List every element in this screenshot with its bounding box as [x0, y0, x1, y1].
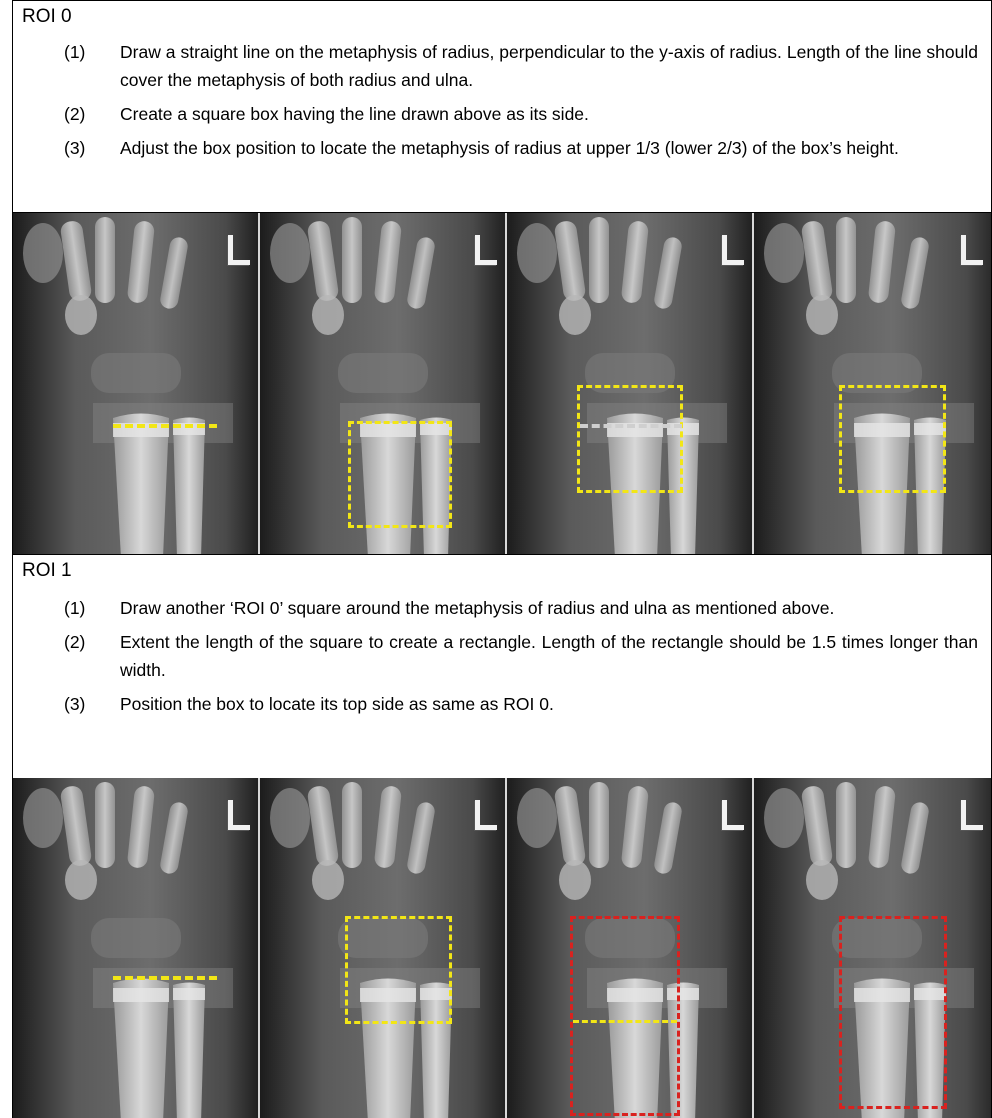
- section-divider: [12, 554, 992, 555]
- roi0-square-bottom-edge: [573, 919, 677, 1023]
- roi0-step-1: (1) Draw a straight line on the metaphysi…: [64, 38, 978, 94]
- roi0-panel-4: [754, 213, 991, 554]
- roi0-square-box: [345, 916, 452, 1024]
- step-number: (2): [64, 628, 85, 656]
- metaphysis-line: [113, 976, 217, 980]
- l-side-marker: [961, 800, 983, 830]
- step-text: Draw a straight line on the metaphysis o…: [120, 42, 978, 90]
- l-side-marker: [475, 235, 497, 265]
- roi0-square-box-final: [839, 385, 946, 493]
- roi0-steps: (1) Draw a straight line on the metaphysi…: [64, 38, 978, 168]
- step-text: Create a square box having the line draw…: [120, 104, 589, 124]
- xray-image: [754, 213, 991, 554]
- l-side-marker: [475, 800, 497, 830]
- metaphysis-line: [580, 424, 682, 428]
- step-text: Adjust the box position to locate the me…: [120, 138, 899, 158]
- step-number: (3): [64, 134, 85, 162]
- roi0-panel-1: [13, 213, 260, 554]
- step-number: (1): [64, 38, 85, 66]
- l-side-marker: [722, 235, 744, 265]
- roi0-title: ROI 0: [22, 6, 72, 28]
- roi1-image-strip: [13, 778, 991, 1118]
- step-number: (2): [64, 100, 85, 128]
- roi0-step-3: (3) Adjust the box position to locate the…: [64, 134, 978, 162]
- roi1-rectangle-box-final: [839, 916, 947, 1109]
- step-number: (3): [64, 690, 85, 718]
- l-side-marker: [228, 800, 250, 830]
- l-side-marker: [961, 235, 983, 265]
- roi1-step-3: (3) Position the box to locate its top si…: [64, 690, 978, 718]
- l-side-marker: [228, 235, 250, 265]
- roi1-panel-2: [260, 778, 507, 1118]
- step-text: Draw another ‘ROI 0’ square around the m…: [120, 598, 834, 618]
- step-text: Extent the length of the square to creat…: [120, 632, 978, 680]
- xray-image: [13, 213, 260, 554]
- roi0-panel-2: [260, 213, 507, 554]
- xray-image: [13, 778, 260, 1118]
- xray-image: [507, 213, 754, 554]
- roi0-image-strip: [13, 213, 991, 554]
- roi0-square-box: [348, 421, 452, 528]
- step-number: (1): [64, 594, 85, 622]
- roi1-panel-4: [754, 778, 991, 1118]
- roi0-square-box-shifted: [577, 385, 683, 493]
- roi0-step-2: (2) Create a square box having the line d…: [64, 100, 978, 128]
- step-text: Position the box to locate its top side …: [120, 694, 554, 714]
- roi1-step-1: (1) Draw another ‘ROI 0’ square around th…: [64, 594, 978, 622]
- l-side-marker: [722, 800, 744, 830]
- metaphysis-line: [113, 424, 217, 428]
- roi1-panel-1: [13, 778, 260, 1118]
- roi1-step-2: (2) Extent the length of the square to cr…: [64, 628, 978, 684]
- roi1-panel-3: [507, 778, 754, 1118]
- roi1-title: ROI 1: [22, 560, 72, 582]
- roi1-steps: (1) Draw another ‘ROI 0’ square around th…: [64, 594, 978, 724]
- roi0-panel-3: [507, 213, 754, 554]
